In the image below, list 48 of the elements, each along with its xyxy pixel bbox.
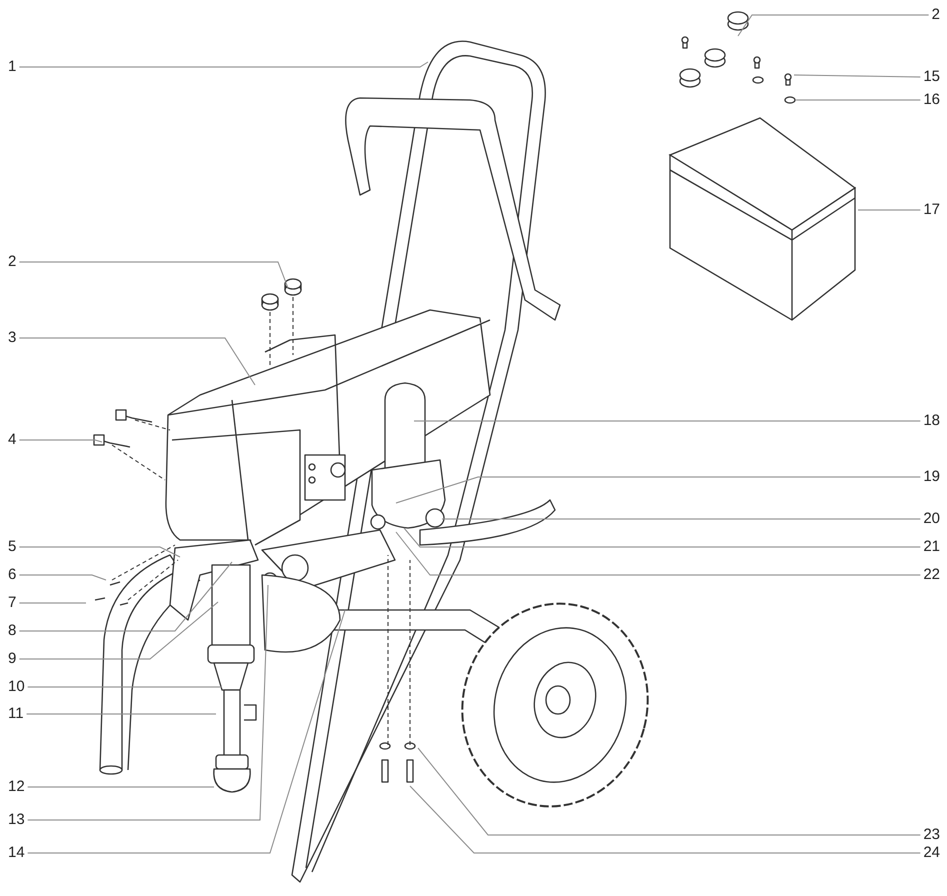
callout-number: 9 bbox=[8, 650, 16, 668]
callout-number: 11 bbox=[8, 705, 24, 723]
callout-number: 13 bbox=[8, 811, 25, 829]
leader-line bbox=[27, 686, 222, 688]
leader-line bbox=[18, 440, 102, 442]
callout-number: 14 bbox=[8, 844, 25, 862]
battery-drawing bbox=[668, 117, 856, 321]
leader-line bbox=[396, 532, 921, 576]
leader-line bbox=[18, 338, 256, 386]
callout-number: 10 bbox=[8, 678, 25, 696]
callout-number: 2 bbox=[932, 6, 940, 24]
leader-line bbox=[18, 562, 232, 632]
leader-line bbox=[18, 602, 218, 660]
leader-line bbox=[410, 786, 921, 854]
callout-number: 19 bbox=[923, 468, 940, 486]
leader-line bbox=[18, 262, 288, 288]
callout-number: 23 bbox=[923, 826, 940, 844]
callout-number: 2 bbox=[8, 253, 16, 271]
callout-number: 6 bbox=[8, 566, 16, 584]
callout-number: 24 bbox=[923, 844, 940, 862]
callout-number: 12 bbox=[8, 778, 25, 796]
leader-line bbox=[27, 786, 214, 788]
callout-number: 4 bbox=[8, 431, 16, 449]
callout-number: 1 bbox=[8, 58, 16, 76]
leader-line bbox=[404, 528, 921, 548]
callout-number: 20 bbox=[923, 510, 940, 528]
leader-line bbox=[18, 602, 86, 604]
leader-line bbox=[442, 518, 921, 520]
callout-number: 18 bbox=[923, 412, 940, 430]
leader-line bbox=[18, 62, 428, 68]
leader-line bbox=[414, 420, 921, 422]
callout-number: 17 bbox=[923, 201, 940, 219]
leader-line bbox=[27, 610, 346, 854]
leader-line bbox=[396, 476, 921, 504]
leader-line bbox=[738, 14, 930, 36]
callout-number: 3 bbox=[8, 329, 16, 347]
leader-line bbox=[794, 74, 921, 78]
callout-number: 5 bbox=[8, 538, 16, 556]
leader-line bbox=[27, 584, 268, 820]
callout-number: 15 bbox=[923, 68, 940, 86]
leader-line bbox=[418, 748, 921, 836]
callout-number: 8 bbox=[8, 622, 16, 640]
callout-number: 16 bbox=[923, 91, 940, 109]
leader-line bbox=[18, 546, 180, 558]
callout-number: 21 bbox=[923, 538, 940, 556]
callout-number: 7 bbox=[8, 594, 16, 612]
leader-line bbox=[18, 574, 106, 580]
callout-number: 22 bbox=[923, 566, 940, 584]
